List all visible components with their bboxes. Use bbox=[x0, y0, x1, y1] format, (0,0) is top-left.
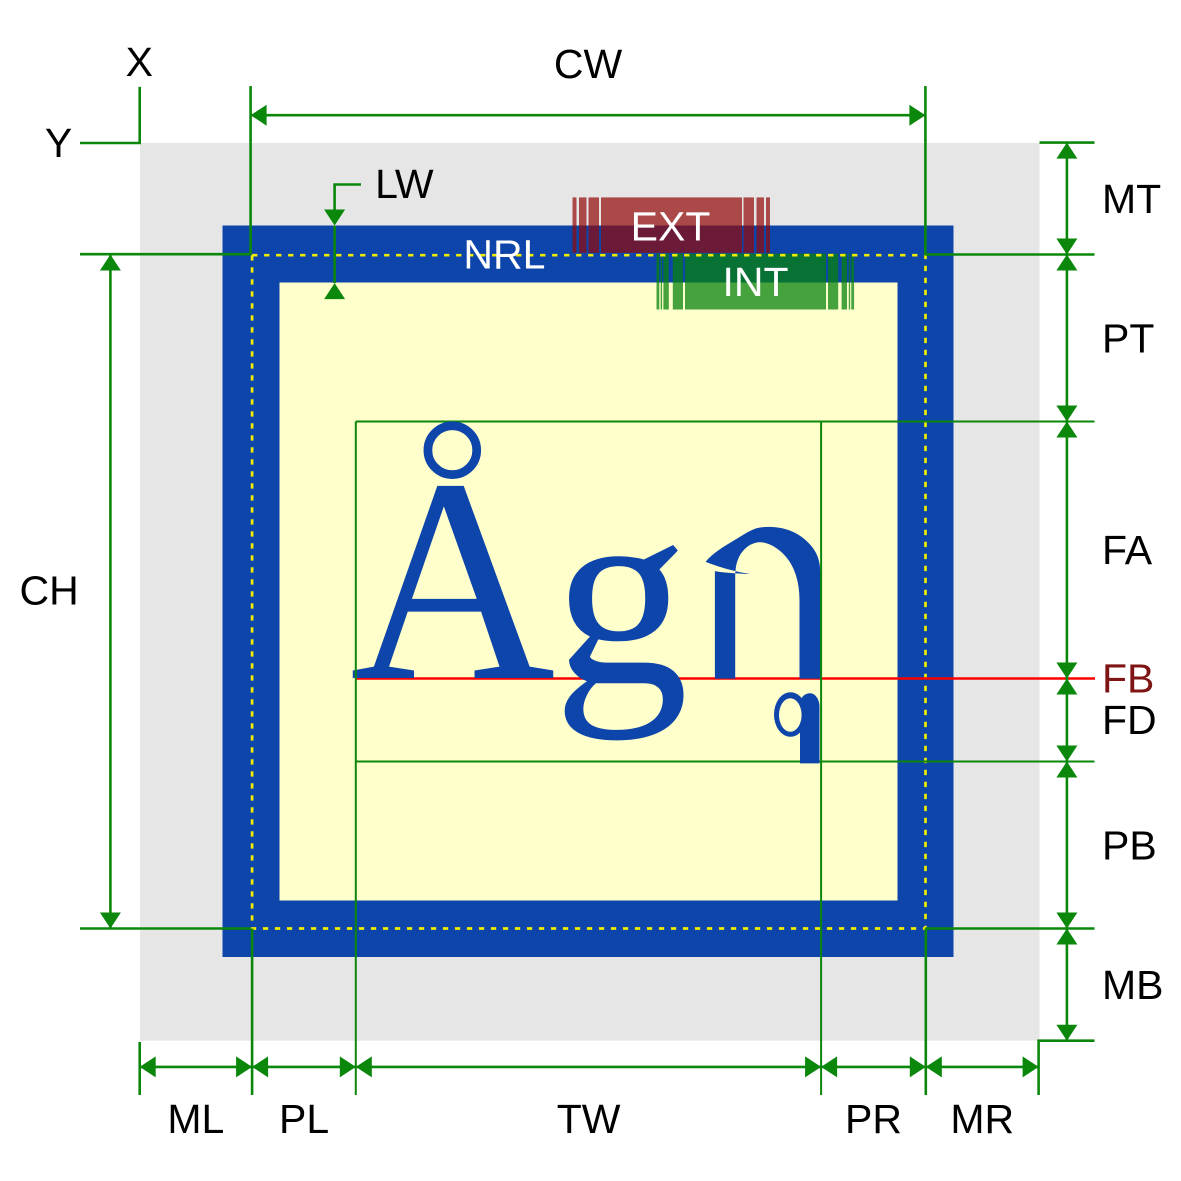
svg-text:g: g bbox=[553, 445, 689, 741]
svg-text:FA: FA bbox=[1102, 527, 1153, 573]
svg-text:CH: CH bbox=[19, 568, 78, 614]
svg-text:ML: ML bbox=[167, 1096, 224, 1142]
svg-text:MT: MT bbox=[1102, 176, 1161, 222]
svg-text:NRL: NRL bbox=[463, 231, 545, 277]
svg-text:PT: PT bbox=[1102, 315, 1154, 361]
svg-text:FD: FD bbox=[1102, 697, 1157, 743]
svg-text:CW: CW bbox=[554, 41, 623, 87]
svg-text:LW: LW bbox=[375, 161, 434, 207]
svg-text:FB: FB bbox=[1102, 656, 1154, 702]
svg-text:MR: MR bbox=[950, 1096, 1014, 1142]
svg-text:INT: INT bbox=[722, 259, 788, 305]
svg-text:PB: PB bbox=[1102, 822, 1157, 868]
svg-text:A: A bbox=[350, 420, 555, 742]
svg-text:EXT: EXT bbox=[631, 203, 711, 249]
svg-text:TW: TW bbox=[557, 1096, 621, 1142]
svg-text:MB: MB bbox=[1102, 962, 1164, 1008]
svg-text:PL: PL bbox=[279, 1096, 329, 1142]
svg-text:PR: PR bbox=[845, 1096, 902, 1142]
svg-text:X: X bbox=[126, 39, 153, 85]
svg-text:Y: Y bbox=[45, 120, 72, 166]
